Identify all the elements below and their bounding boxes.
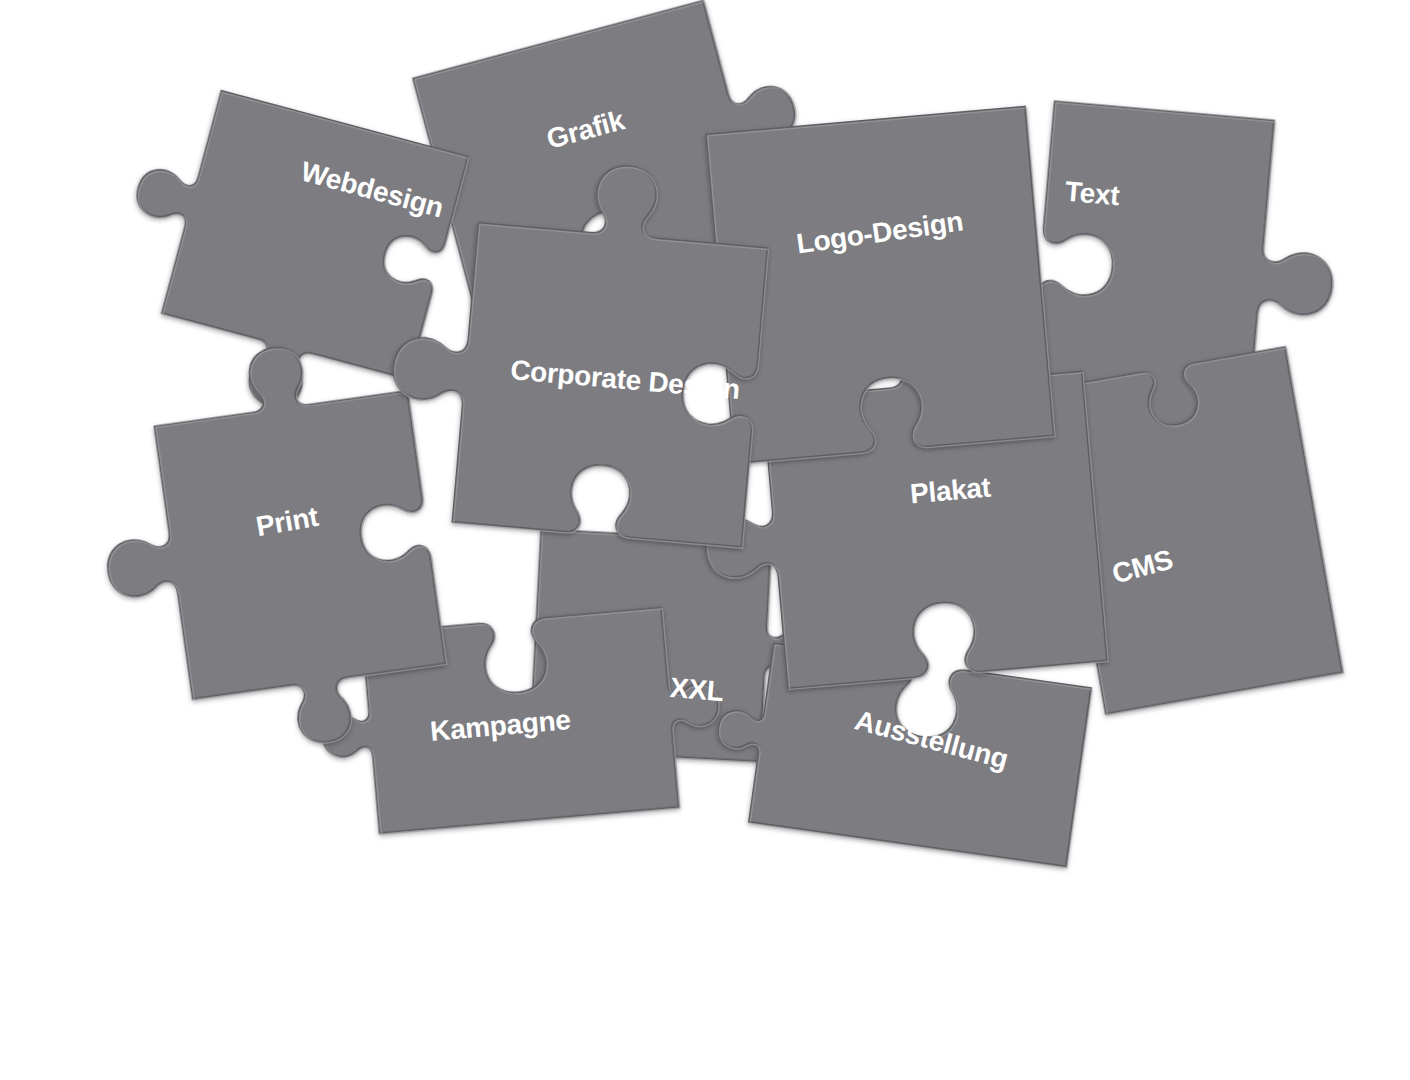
piece-shape (654, 489, 1186, 1021)
piece-shape (874, 0, 1410, 547)
puzzle-piece: Logo-Design (568, 0, 1192, 597)
piece-outline (381, 147, 774, 547)
piece-label: Corporate Design (509, 354, 741, 406)
puzzle-piece: Corporate Design (319, 94, 901, 676)
piece-shape (909, 244, 1410, 817)
puzzle-piece: Webdesign (72, 0, 558, 478)
piece-bevel (979, 348, 1344, 727)
piece-outline (977, 347, 1342, 726)
piece-label: Ausstellung (851, 704, 1011, 776)
puzzle-piece: Kampagne (258, 458, 783, 983)
piece-shape (426, 421, 875, 870)
piece-shape (568, 0, 1192, 597)
piece-label: Webdesign (297, 156, 446, 225)
piece-label: Grafik (543, 104, 628, 156)
puzzle-piece: Ausstellung (654, 489, 1186, 1021)
piece-label: Text (1064, 176, 1121, 213)
piece-label: CMS (1108, 544, 1176, 591)
piece-bevel (382, 149, 775, 549)
piece-outline (706, 638, 1091, 867)
piece-bevel (315, 604, 727, 838)
piece-label: Logo-Design (795, 205, 966, 260)
piece-bevel (707, 639, 1092, 868)
piece-shape (72, 0, 558, 478)
piece-label: XXL (669, 672, 725, 709)
puzzle-piece: CMS (909, 244, 1410, 817)
piece-label: Print (254, 501, 321, 544)
piece-label: Kampagne (428, 704, 571, 748)
puzzle-piece: XXL (426, 421, 875, 870)
piece-label: Plakat (908, 472, 991, 511)
puzzle-piece: Text (874, 0, 1410, 547)
